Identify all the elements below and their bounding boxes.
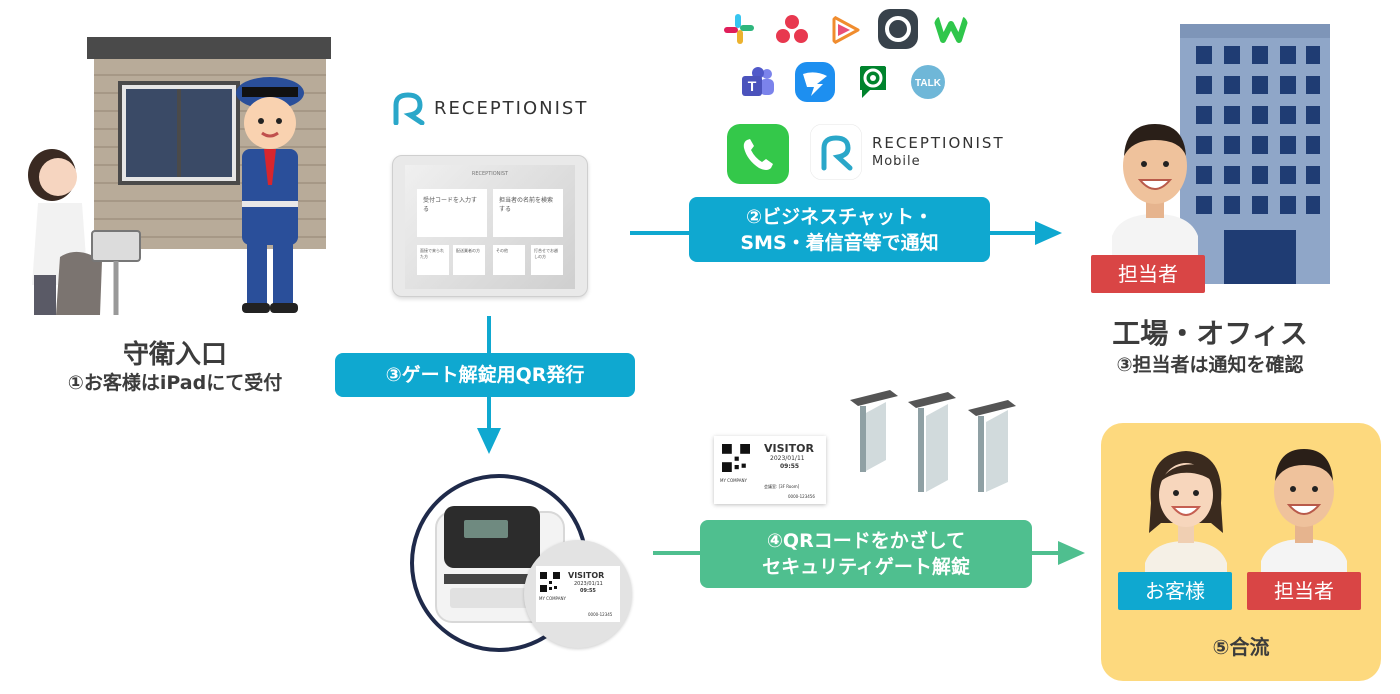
visitor-card-room: 会議室: [3F Room]: [764, 484, 800, 489]
ipad-screen: RECEPTIONIST 受付コードを入力する 担当者の名前を検索する 面接で来…: [405, 165, 575, 289]
guest-person-photo: [1145, 451, 1227, 583]
receptionist-mobile-sub: Mobile: [872, 154, 921, 169]
guard-booth-illustration: [28, 37, 331, 315]
office-building-illustration: [1180, 24, 1330, 284]
ipad-small-btn-2: 配送業者の方: [453, 245, 485, 275]
visitor-ticket-small-date: 2023/01/11: [574, 581, 603, 587]
visitor-card-date: 2023/01/11: [770, 455, 805, 462]
svg-text:TALK: TALK: [915, 78, 942, 89]
receptionist-mobile-icon: [810, 124, 862, 180]
dingtalk-icon: [795, 62, 835, 102]
visitor-card-time: 09:55: [780, 463, 800, 470]
slack-icon: [724, 14, 754, 44]
ipad-btn-code-label: 受付コードを入力する: [423, 197, 478, 213]
staff-tag-office: 担当者: [1091, 255, 1205, 293]
guard-entrance-title: 守衛入口: [122, 340, 227, 370]
step1-caption: ①お客様はiPadにて受付: [67, 372, 283, 394]
staff-person-photo-meeting: [1261, 449, 1347, 583]
gate-banner-line1: ④QRコードをかざして: [766, 530, 966, 552]
visitor-ticket-small-code: 0000-12345: [588, 612, 613, 617]
qr-code-icon: [722, 444, 750, 472]
staff-tag-meeting: 担当者: [1247, 572, 1361, 610]
chatwork-icon: [832, 15, 860, 45]
receptionist-logo-text: RECEPTIONIST: [434, 97, 589, 119]
step3b-caption: ③担当者は通知を確認: [1116, 354, 1304, 376]
step5-caption: ⑤合流: [1212, 635, 1270, 659]
qr-banner: ③ゲート解錠用QR発行: [335, 353, 635, 397]
worldtalk-icon: TALK: [911, 65, 945, 99]
notify-banner-line2: SMS・着信音等で通知: [740, 231, 939, 254]
ipad-btn-code: 受付コードを入力する: [417, 189, 487, 237]
notify-banner: ②ビジネスチャット・ SMS・着信音等で通知: [689, 197, 990, 262]
staff-person-photo: [1112, 124, 1198, 258]
visitor-card-title: VISITOR: [764, 442, 814, 455]
visitor-ticket-small-title: VISITOR: [568, 571, 605, 580]
workplace-icon: [878, 9, 918, 49]
gate-banner-line2: セキュリティゲート解錠: [762, 556, 970, 578]
ipad-small-btn-3: その他: [493, 245, 525, 275]
phone-icon: [727, 124, 789, 184]
visitor-ticket-small-company: MY COMPANY: [539, 596, 566, 601]
svg-text:T: T: [748, 78, 757, 94]
meeting-box: お客様 担当者 ⑤合流: [1101, 423, 1381, 681]
receptionist-logo-icon: [393, 92, 425, 125]
ipad-device: RECEPTIONIST 受付コードを入力する 担当者の名前を検索する 面接で来…: [392, 155, 588, 297]
ipad-btn-search-label: 担当者の名前を検索する: [499, 197, 554, 213]
visitor-card-code: 0000-123456: [788, 494, 815, 499]
visitor-ticket-small: VISITOR 2023/01/11 09:55 MY COMPANY 0000…: [536, 566, 620, 622]
receptionist-mobile-label: RECEPTIONIST Mobile: [872, 134, 1022, 169]
ipad-small-btn-1: 面接で来られた方: [417, 245, 449, 275]
guest-tag: お客様: [1118, 572, 1232, 610]
google-chat-icon: [860, 66, 886, 98]
visitor-ticket-small-time: 09:55: [580, 588, 596, 594]
ipad-btn-search: 担当者の名前を検索する: [493, 189, 563, 237]
notify-banner-line1: ②ビジネスチャット・: [746, 205, 933, 228]
gate-banner: ④QRコードをかざして セキュリティゲート解錠: [700, 520, 1032, 588]
asana-icon: [776, 15, 808, 43]
ipad-screen-brand: RECEPTIONIST: [471, 171, 509, 177]
ipad-small-btn-4: 打合せでお越しの方: [531, 245, 563, 275]
security-gate-illustration: [850, 390, 1016, 492]
lineworks-icon: [934, 17, 968, 43]
visitor-card-company: MY COMPANY: [720, 478, 747, 483]
ticket-circle: VISITOR 2023/01/11 09:55 MY COMPANY 0000…: [524, 540, 632, 648]
qr-code-icon-small: [540, 572, 560, 592]
qr-banner-label: ③ゲート解錠用QR発行: [385, 364, 585, 386]
visitor-card: VISITOR 2023/01/11 09:55 MY COMPANY 会議室:…: [714, 436, 826, 504]
teams-icon: T: [742, 67, 774, 96]
receptionist-logo: RECEPTIONIST: [392, 90, 602, 126]
receptionist-mobile-name: RECEPTIONIST: [872, 134, 1005, 152]
factory-title: 工場・オフィス: [1112, 317, 1308, 350]
